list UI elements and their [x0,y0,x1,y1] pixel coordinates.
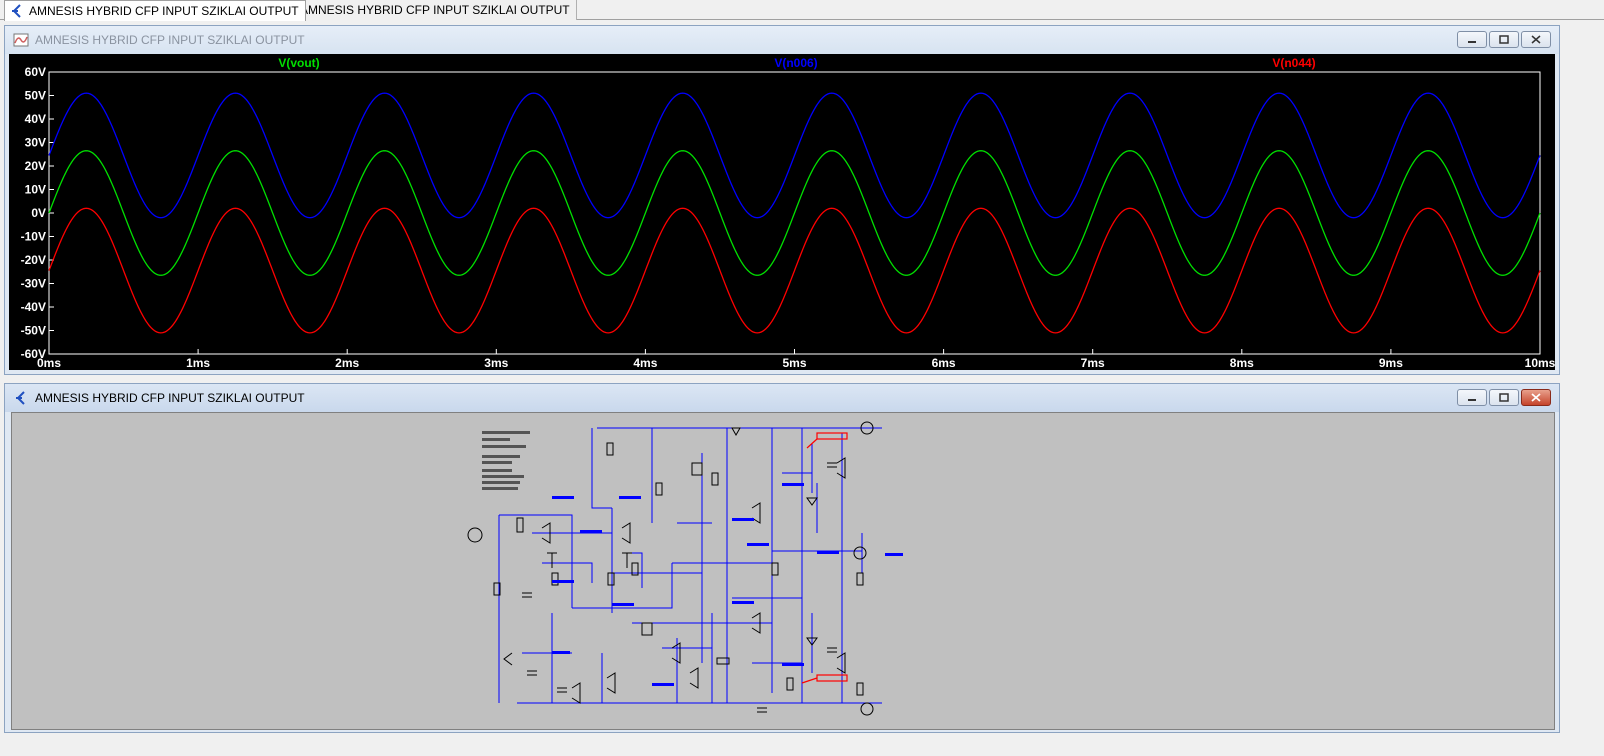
amplifier-schematic[interactable] [12,413,1554,738]
x-tick-label: 5ms [782,356,806,370]
waveform-window-titlebar[interactable]: AMNESIS HYBRID CFP INPUT SZIKLAI OUTPUT [5,26,1559,54]
tab-label: AMNESIS HYBRID CFP INPUT SZIKLAI OUTPUT [29,4,299,18]
schematic-wires [498,427,882,704]
restore-button[interactable] [1489,389,1519,406]
legend-label: V(n006) [774,56,817,70]
restore-icon [1499,35,1509,44]
close-icon [1531,393,1541,402]
waveform-icon [13,32,29,48]
y-tick-label: 10V [25,183,46,197]
close-button[interactable] [1521,389,1551,406]
x-tick-label: 8ms [1230,356,1254,370]
y-tick-label: -40V [21,300,46,314]
schematic-icon [9,3,25,19]
schematic-node-labels [552,483,903,686]
x-tick-label: 10ms [1525,356,1555,370]
series-line-V(n044) [48,207,1541,334]
schematic-canvas[interactable] [11,412,1555,738]
x-tick-label: 9ms [1379,356,1403,370]
y-tick-label: 20V [25,159,46,173]
waveform-chart[interactable]: 60V 50V 40V 30V 20V 10V 0V -10V -20V -30V -40V -50V… [9,54,1556,370]
x-tick-label: 1ms [186,356,210,370]
document-tab-bar: AMNESIS HYBRID CFP INPUT SZIKLAI OUTPUT … [0,0,1604,21]
waveform-plot[interactable]: 60V 50V 40V 30V 20V 10V 0V -10V -20V -30V -40V -50V… [9,54,1556,370]
y-tick-label: 0V [31,206,46,220]
y-tick-label: -20V [21,253,46,267]
close-button[interactable] [1521,31,1551,48]
x-tick-label: 4ms [633,356,657,370]
schematic-icon [13,390,29,406]
schematic-window-titlebar[interactable]: AMNESIS HYBRID CFP INPUT SZIKLAI OUTPUT [5,384,1559,412]
y-tick-label: 60V [25,65,46,79]
series-line-V(vout) [48,150,1541,276]
schematic-directives [482,431,530,490]
tab-waveform[interactable]: AMNESIS HYBRID CFP INPUT SZIKLAI OUTPUT [276,0,577,20]
legend-label: V(vout) [278,56,319,70]
schematic-red-elements [801,432,848,684]
minimize-button[interactable] [1457,389,1487,406]
minimize-icon [1468,398,1476,401]
minimize-icon [1468,40,1476,43]
minimize-button[interactable] [1457,31,1487,48]
y-tick-label: -30V [21,277,46,291]
y-tick-label: -10V [21,230,46,244]
waveform-window: AMNESIS HYBRID CFP INPUT SZIKLAI OUTPUT … [4,25,1560,375]
x-tick-label: 0ms [37,356,61,370]
x-tick-label: 3ms [484,356,508,370]
series-line-V(n006) [48,92,1541,219]
window-title: AMNESIS HYBRID CFP INPUT SZIKLAI OUTPUT [35,33,305,47]
x-tick-label: 2ms [335,356,359,370]
y-tick-label: -60V [21,347,46,361]
legend-label: V(n044) [1272,56,1315,70]
schematic-window: AMNESIS HYBRID CFP INPUT SZIKLAI OUTPUT [4,383,1560,738]
y-tick-label: 40V [25,112,46,126]
restore-button[interactable] [1489,31,1519,48]
y-tick-label: 50V [25,89,46,103]
window-title: AMNESIS HYBRID CFP INPUT SZIKLAI OUTPUT [35,391,305,405]
y-tick-label: -50V [21,324,46,338]
y-tick-label: 30V [25,136,46,150]
restore-icon [1499,393,1509,402]
x-tick-label: 6ms [932,356,956,370]
tab-schematic[interactable]: AMNESIS HYBRID CFP INPUT SZIKLAI OUTPUT [4,0,306,21]
close-icon [1531,35,1541,44]
schematic-components [467,421,874,738]
tab-label: AMNESIS HYBRID CFP INPUT SZIKLAI OUTPUT [300,3,570,17]
x-tick-label: 7ms [1081,356,1105,370]
